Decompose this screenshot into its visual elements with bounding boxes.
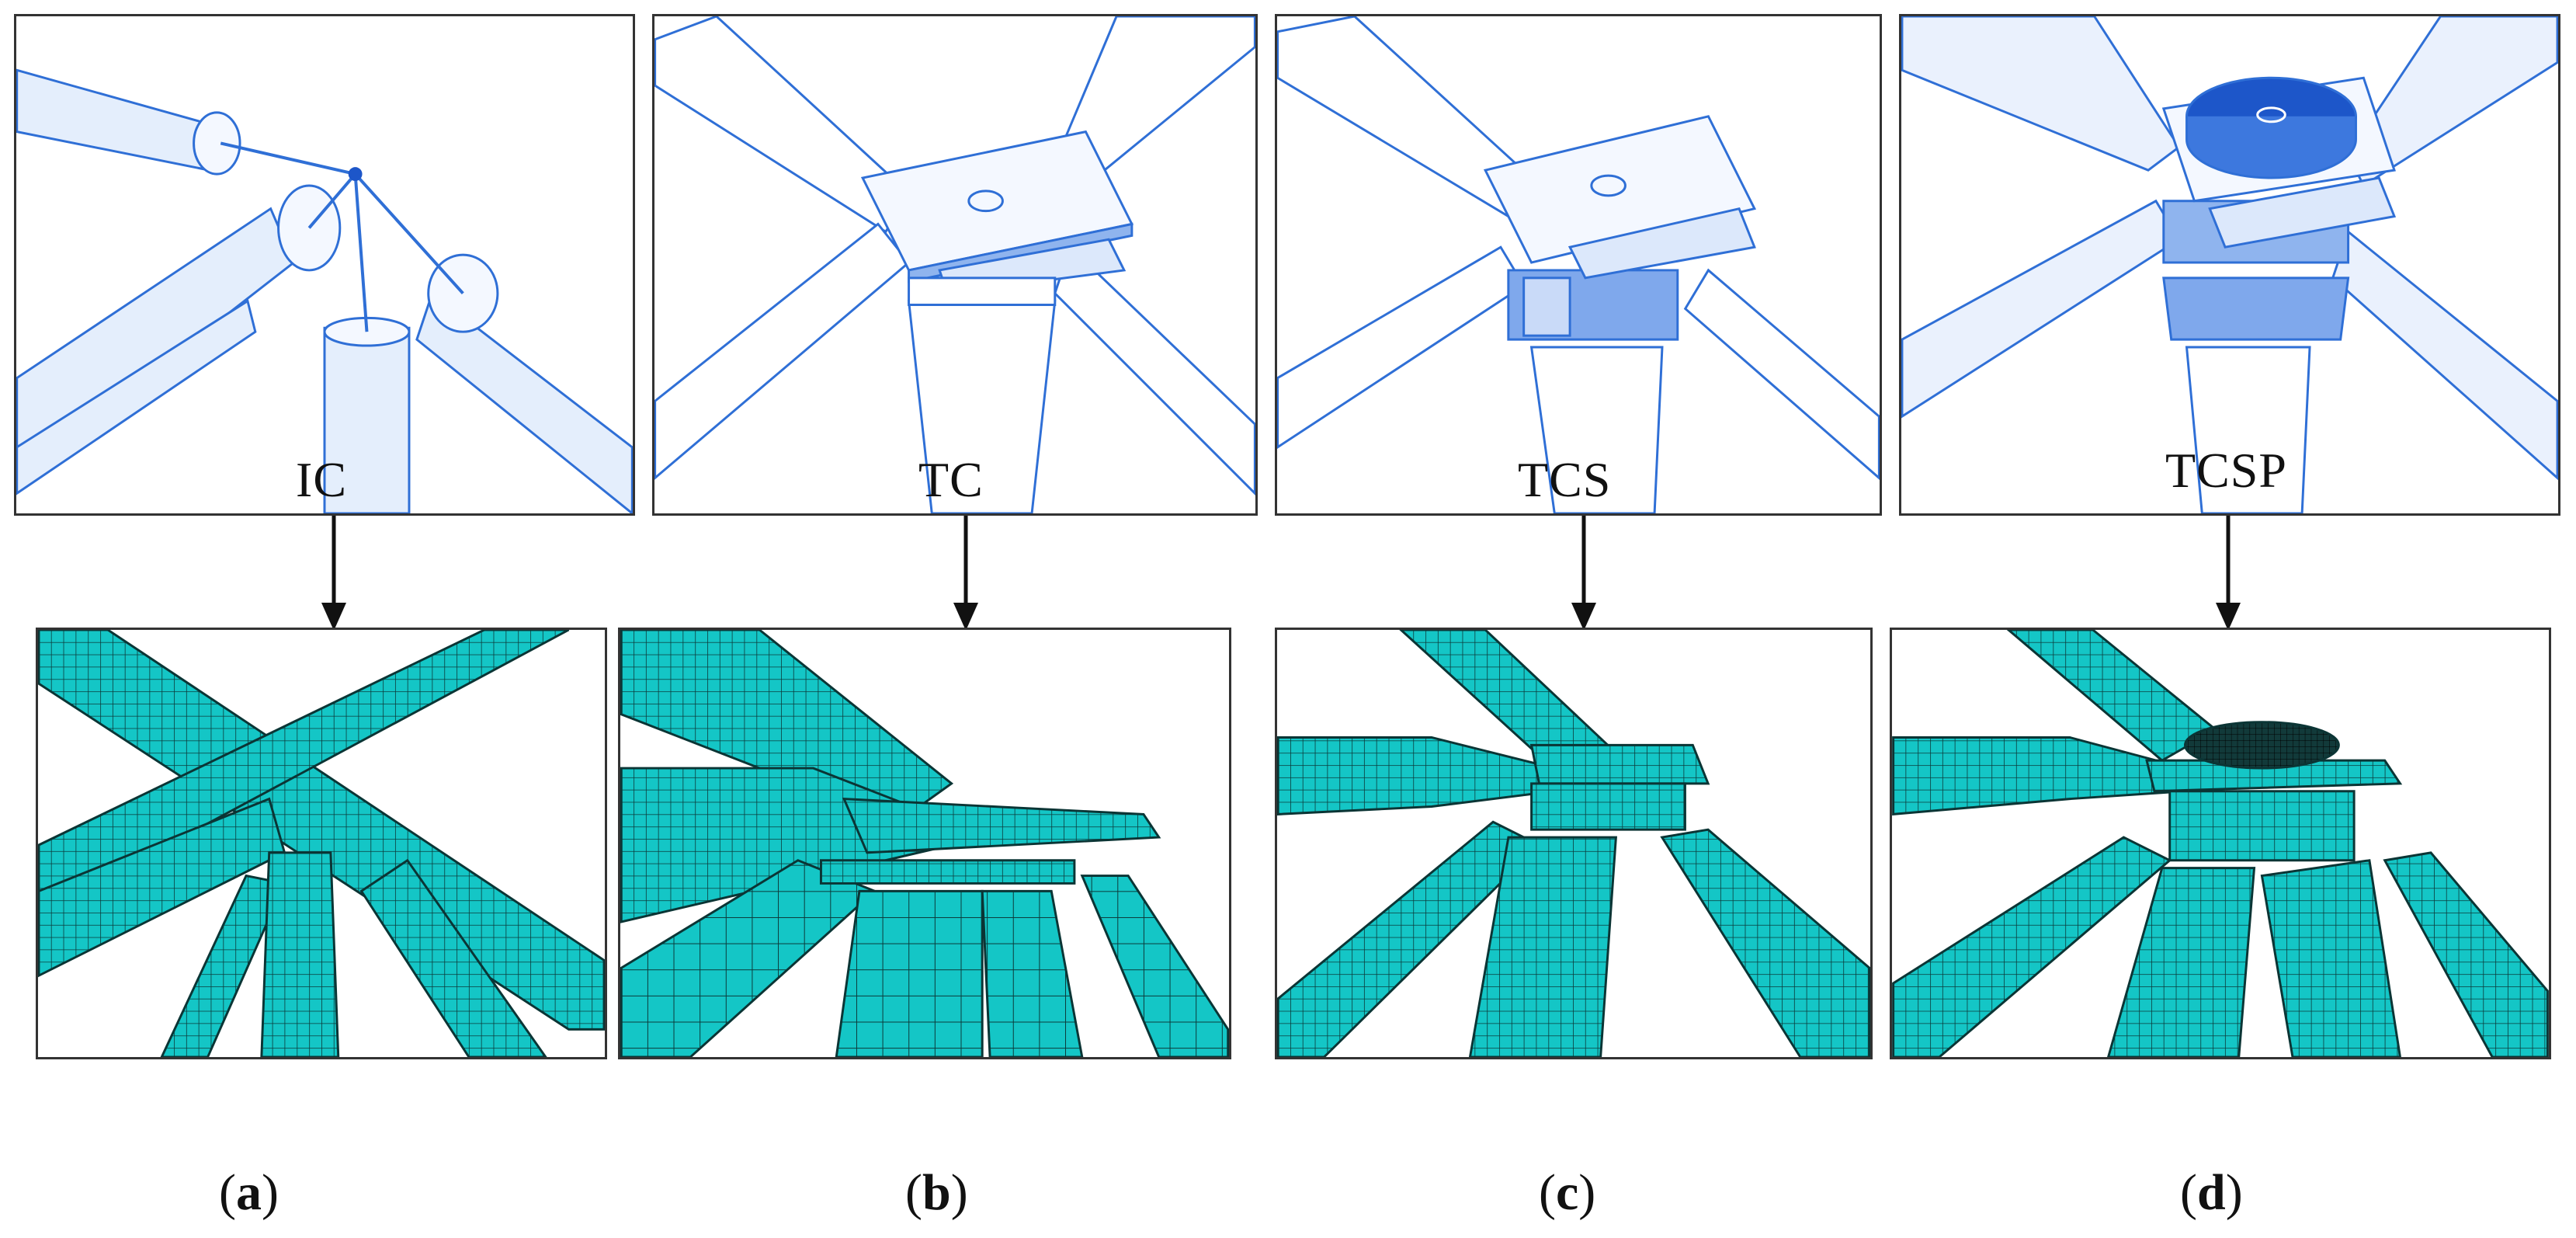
tc-mesh-lower-plate (819, 859, 1076, 885)
model-label-ic: IC (296, 452, 347, 507)
tcs-mesh-tube-right (1660, 828, 1870, 1057)
tcsp-cad-drawing (1901, 16, 2558, 513)
tcs-mesh-tube-vertical (1468, 836, 1617, 1057)
tc-bolt-hole (967, 190, 1004, 213)
tcs-tube-vertical (1529, 346, 1664, 513)
arrow-a (321, 516, 346, 631)
tc-mesh-drawing (620, 630, 1229, 1057)
ic-mesh-tube-vertical (260, 851, 340, 1057)
tcs-mesh-top-plate (1529, 743, 1710, 785)
tcs-sleeve-face (1522, 276, 1571, 337)
model-label-tcs: TCS (1518, 452, 1612, 507)
ic-mesh-tube-lower-right (359, 858, 547, 1057)
tcs-bolt-hole (1590, 174, 1626, 197)
tcs-tube-left (1277, 245, 1526, 449)
ic-tube-upper-left (16, 68, 210, 172)
tc-gap-block (908, 276, 1057, 307)
ic-tube-vertical (323, 326, 411, 513)
ic-tube-right (415, 291, 633, 513)
panel-c-cad: TCS (1275, 14, 1882, 516)
tcs-cad-drawing (1277, 16, 1880, 513)
tcs-mesh-tube-left (1277, 736, 1556, 815)
tcs-mesh-tube-lower-left (1277, 820, 1542, 1057)
panel-b-mesh (618, 628, 1231, 1059)
tcsp-mesh-tube-vertical (2107, 867, 2256, 1057)
ic-cad-drawing (16, 68, 633, 513)
tcsp-pressure-cap-side (2185, 116, 2357, 179)
model-label-tcsp: TCSP (2165, 443, 2287, 498)
tc-cad-drawing (654, 16, 1255, 513)
subfigure-label-d: (d) (2180, 1164, 2243, 1221)
tcsp-tube-left (1901, 199, 2181, 419)
tc-tube-right (1054, 245, 1255, 496)
tcsp-tube-right (2331, 229, 2558, 481)
panel-c-mesh (1275, 628, 1873, 1059)
arrow-d (2216, 516, 2241, 631)
tcs-mesh-sleeve (1530, 782, 1686, 831)
subfigure-label-c: (c) (1539, 1164, 1596, 1221)
subfigure-label-a: (a) (219, 1164, 279, 1221)
panel-a-mesh (36, 628, 607, 1059)
tcsp-lower-plate (2208, 176, 2397, 249)
tcsp-sleeve-lower (2162, 276, 2350, 341)
arrow-b (953, 516, 978, 631)
panel-b-cad: TC (652, 14, 1258, 516)
tc-mesh-tube-right (1080, 875, 1229, 1057)
tc-tube-left (654, 222, 911, 480)
tcsp-mesh-tube-left (1892, 736, 2186, 816)
subfigure-label-b: (b) (905, 1164, 968, 1221)
panel-d-cad: TCSP (1899, 14, 2560, 516)
tcs-lower-plate (1567, 207, 1756, 280)
ic-mesh-drawing (38, 630, 605, 1057)
tcsp-mesh-sleeve (2168, 790, 2356, 862)
tcs-mesh-drawing (1277, 630, 1870, 1057)
tc-mesh-tube-vertical-2 (981, 889, 1084, 1057)
ic-tube-left-lower (16, 299, 257, 496)
tcsp-mesh-tube-vertical-2 (2260, 859, 2401, 1057)
tcs-tube-right (1683, 268, 1880, 480)
tcs-top-plate (1483, 115, 1757, 264)
tc-tube-upper-left (654, 16, 911, 234)
tcsp-tube-upper-left (1901, 16, 2181, 172)
tc-mesh-tube-lower-left (620, 859, 877, 1057)
tcsp-mesh-tube-right (2383, 851, 2549, 1057)
panel-d-mesh (1890, 628, 2551, 1059)
tcsp-tube-vertical (2185, 346, 2311, 513)
arrow-c (1571, 516, 1596, 631)
tcsp-mesh-drawing (1892, 630, 2549, 1057)
ic-tube-end (193, 111, 241, 176)
tcsp-mesh-tube-lower-left (1892, 836, 2172, 1057)
tc-mesh-top-plate (842, 798, 1161, 854)
model-label-tc: TC (918, 452, 984, 507)
ic-mesh-tube-diag-1 (38, 630, 605, 1031)
panel-a-cad: IC (14, 14, 635, 516)
tcsp-mesh-pressure-cap (2184, 721, 2340, 770)
ic-node-point (348, 167, 363, 182)
tc-mesh-tube-vertical (835, 889, 984, 1057)
tcs-tube-upper-left (1277, 16, 1533, 218)
tcsp-bolt-hole (2256, 106, 2286, 123)
